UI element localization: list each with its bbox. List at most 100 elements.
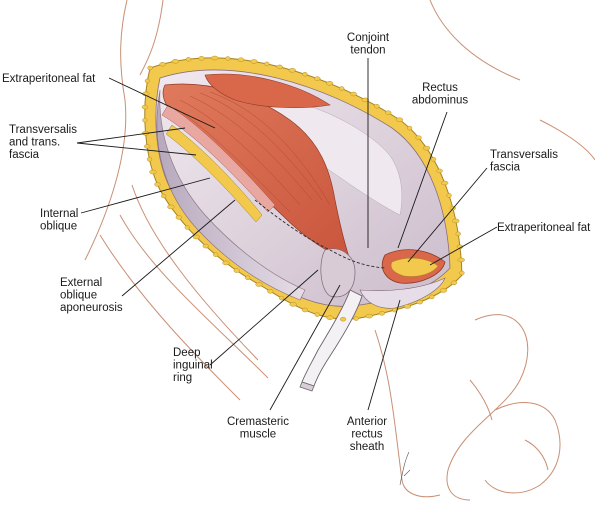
fat-globule bbox=[441, 180, 449, 186]
fat-globule bbox=[159, 61, 166, 67]
label-line: Deep bbox=[173, 347, 201, 359]
fat-globule bbox=[250, 59, 258, 64]
label-extraperitoneal-fat-right: Extraperitoneal fat bbox=[497, 222, 591, 234]
fat-globule bbox=[365, 313, 373, 319]
fat-globule bbox=[141, 104, 149, 110]
fat-globule bbox=[378, 311, 386, 316]
fat-globule bbox=[161, 193, 167, 199]
leader-lines bbox=[76, 58, 498, 411]
fat-globule bbox=[439, 288, 448, 293]
label-line: muscle bbox=[240, 429, 276, 441]
label-line: Internal bbox=[40, 208, 78, 220]
fat-globule bbox=[450, 280, 458, 285]
label-extraperitoneal-fat-left: Extraperitoneal fat bbox=[2, 73, 96, 85]
leader-deep-inguinal-ring bbox=[209, 269, 319, 366]
fat-globule bbox=[374, 103, 380, 109]
leader-anterior-rectus-sheath bbox=[367, 299, 401, 411]
label-line: aponeurosis bbox=[60, 302, 123, 314]
fat-globule bbox=[279, 295, 285, 301]
fat-globule bbox=[301, 307, 309, 313]
label-line: Extraperitoneal fat bbox=[2, 73, 96, 85]
fat-globule bbox=[147, 65, 153, 71]
leader-transversalis-fascia bbox=[407, 167, 488, 263]
fat-globule bbox=[340, 317, 347, 322]
fat-globule bbox=[144, 144, 151, 149]
label-line: Anterior bbox=[347, 416, 387, 428]
artist-signature bbox=[399, 451, 411, 486]
fat-globule bbox=[403, 304, 412, 309]
fat-globule bbox=[142, 117, 148, 123]
label-line: tendon bbox=[350, 45, 385, 57]
fat-globule bbox=[314, 76, 321, 81]
label-line: fascia bbox=[9, 149, 40, 161]
fat-globule bbox=[213, 252, 219, 257]
fat-globule bbox=[211, 55, 219, 61]
label-line: ring bbox=[173, 372, 192, 384]
label-line: Extraperitoneal fat bbox=[497, 222, 591, 234]
fat-globule bbox=[175, 215, 182, 220]
leader-external-oblique bbox=[121, 199, 236, 297]
fat-globule bbox=[326, 315, 334, 320]
fat-globule bbox=[350, 91, 357, 97]
leader-internal-oblique bbox=[80, 177, 211, 214]
fat-globule bbox=[429, 294, 435, 300]
label-line: Rectus bbox=[422, 82, 458, 94]
fat-globule bbox=[430, 157, 437, 162]
fat-globule bbox=[455, 231, 461, 237]
leader-rectus-abdominus bbox=[397, 111, 448, 249]
fat-globule bbox=[415, 135, 422, 140]
label-line: inguinal bbox=[173, 360, 213, 372]
leader-transversalis-a bbox=[76, 127, 186, 144]
fat-globule bbox=[339, 86, 345, 91]
fat-globule bbox=[192, 234, 200, 240]
fat-globule bbox=[149, 169, 157, 175]
fat-globule bbox=[146, 157, 153, 162]
fat-globule bbox=[457, 257, 465, 263]
fat-globule bbox=[245, 275, 251, 280]
label-line: oblique bbox=[60, 290, 97, 302]
fat-globule bbox=[407, 125, 413, 131]
fat-globule bbox=[276, 64, 283, 70]
cremasteric-cord bbox=[299, 289, 363, 392]
leader-extraperitoneal-fat-left bbox=[108, 77, 216, 129]
fat-globule bbox=[422, 145, 431, 151]
fat-globule bbox=[416, 299, 423, 305]
fat-globule bbox=[264, 61, 270, 67]
label-line: Conjoint bbox=[347, 32, 390, 44]
label-line: rectus bbox=[351, 429, 383, 441]
label-line: oblique bbox=[40, 221, 77, 233]
fat-globule bbox=[237, 57, 245, 62]
leader-transversalis-b bbox=[76, 142, 197, 156]
fat-globule bbox=[171, 59, 180, 64]
fat-globule bbox=[255, 282, 263, 287]
fat-globule bbox=[289, 302, 297, 307]
label-line: abdominus bbox=[412, 95, 469, 107]
fat-globule bbox=[314, 312, 320, 317]
fat-globule bbox=[385, 110, 392, 115]
leader-cremasteric-muscle bbox=[269, 284, 341, 411]
fat-globule bbox=[222, 260, 230, 266]
fat-globule bbox=[302, 71, 308, 77]
fat-globule bbox=[353, 316, 359, 321]
fat-globule bbox=[267, 289, 274, 294]
fat-globule bbox=[452, 218, 460, 224]
label-line: External bbox=[60, 277, 102, 289]
fat-globule bbox=[233, 268, 240, 273]
label-line: Cremasteric bbox=[227, 416, 289, 428]
fat-globule bbox=[144, 78, 151, 84]
fat-globule bbox=[288, 68, 296, 73]
fat-globule bbox=[436, 168, 443, 174]
fat-globule bbox=[154, 182, 161, 187]
leader-extraperitoneal-fat-right bbox=[429, 226, 498, 266]
